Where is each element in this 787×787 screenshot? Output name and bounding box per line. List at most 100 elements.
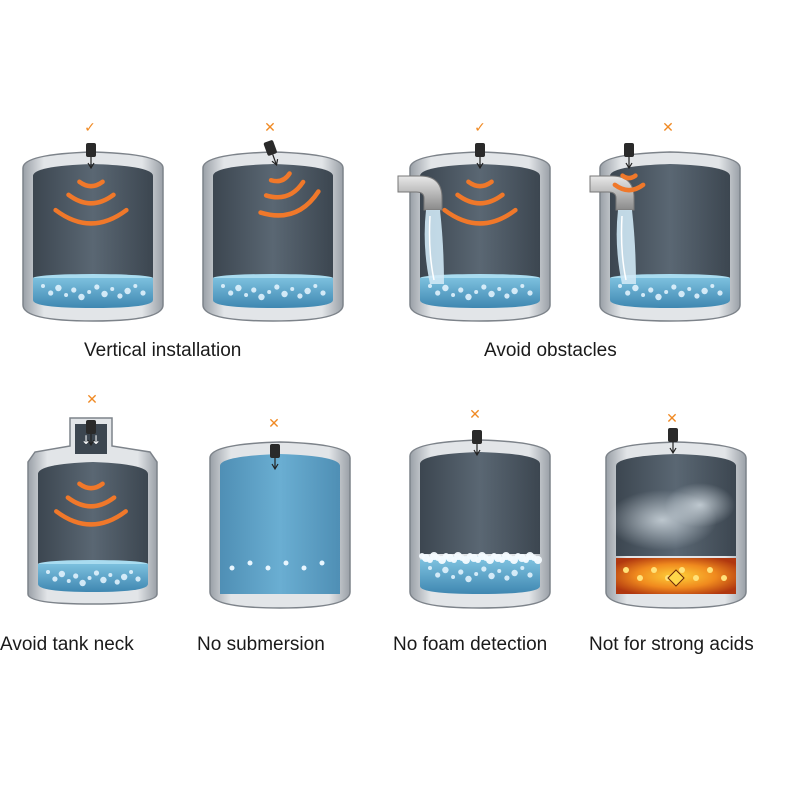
bubble [625, 290, 631, 296]
bubble [235, 284, 242, 292]
sensor-probe [263, 140, 279, 166]
bubble [290, 287, 295, 291]
sensor-probe [270, 444, 280, 471]
bubble [94, 284, 100, 290]
wave-arc [263, 179, 306, 200]
bubble [504, 293, 510, 299]
bubble [435, 572, 441, 578]
bubble [687, 287, 692, 291]
wave-arc [442, 207, 518, 226]
sensor-probe [86, 143, 96, 170]
tank-interior [610, 164, 730, 278]
bubble [64, 293, 69, 297]
bubble [465, 293, 472, 301]
bubble [497, 287, 502, 291]
bubble [221, 284, 225, 288]
bubble [304, 287, 311, 295]
bubble [721, 575, 727, 581]
bubble [313, 284, 318, 288]
bubble [117, 293, 123, 299]
bubble [527, 290, 533, 296]
bubble [520, 566, 525, 570]
sensor-probe [472, 430, 482, 457]
bubble [93, 570, 100, 576]
wave-arc [66, 192, 116, 206]
bubble [100, 576, 107, 584]
bubble [465, 575, 472, 583]
bubble [66, 579, 71, 583]
bubble [701, 287, 708, 295]
tank-avoid-obstacles-correct [397, 143, 551, 322]
tank-with-neck: ↓↓ [27, 417, 158, 605]
wave-arc [53, 207, 129, 226]
bubble [641, 293, 646, 297]
sensor-probe [624, 143, 634, 170]
bubble [458, 287, 464, 293]
bubble [707, 567, 713, 573]
ultrasonic-waves [612, 173, 646, 193]
bubble [442, 284, 449, 292]
bubble [79, 579, 86, 587]
wrong-mark-tank-neck: ✕ [86, 392, 98, 408]
wrong-mark-obstacles: ✕ [662, 120, 674, 136]
bubble [281, 290, 288, 298]
bubble [693, 575, 699, 581]
bubble [623, 567, 629, 573]
bubble [428, 284, 432, 288]
bubble [108, 573, 113, 577]
bubble [319, 560, 325, 566]
bubble [274, 284, 280, 290]
bubble [481, 566, 487, 572]
bubble [520, 284, 525, 288]
caption-no-foam-detection: No foam detection [393, 634, 548, 655]
bubble [87, 576, 92, 580]
bubble [101, 290, 108, 298]
bubble [247, 560, 253, 566]
bubble [632, 284, 639, 292]
liquid [33, 274, 153, 308]
bubble [133, 284, 138, 288]
inlet-pipe [397, 175, 444, 284]
bubble [637, 575, 643, 581]
bubble [114, 579, 120, 585]
bubble [442, 566, 449, 574]
tank-interior [220, 454, 340, 594]
bubble [78, 293, 85, 301]
caption-avoid-obstacles: Avoid obstacles [484, 340, 617, 361]
wave-arc [77, 481, 105, 491]
bubble [251, 287, 257, 293]
bubble [267, 290, 272, 294]
bubble [73, 573, 79, 579]
bubble [428, 566, 432, 570]
bubble [120, 573, 128, 581]
correct-mark-vertical: ✓ [84, 120, 96, 136]
wave-arc [455, 192, 505, 206]
bubble [651, 567, 657, 573]
wave-arc [612, 182, 646, 193]
bubble [58, 570, 66, 578]
foam-layer [419, 552, 542, 564]
bubble [124, 287, 131, 295]
tank-interior [420, 164, 540, 278]
bubble [87, 290, 92, 294]
tank-strong-acids [605, 428, 747, 609]
bubble [41, 284, 45, 288]
ultrasonic-waves [442, 179, 518, 226]
bubble [451, 293, 456, 297]
bubble [265, 565, 271, 571]
bubble [511, 287, 518, 295]
bubble [451, 575, 456, 579]
tank-no-foam [409, 430, 551, 609]
bubble [655, 293, 662, 301]
sensor-probe [86, 420, 96, 447]
bubble [678, 290, 685, 298]
caption-vertical-installation: Vertical installation [84, 340, 242, 361]
neck-arrows-icon: ↓↓ [81, 433, 101, 447]
bubble [671, 284, 677, 290]
tank-avoid-obstacles-wrong [589, 143, 741, 322]
wave-arc [620, 173, 638, 181]
hazard-icon [667, 569, 685, 587]
bubble [710, 284, 715, 288]
bubble [717, 290, 723, 296]
